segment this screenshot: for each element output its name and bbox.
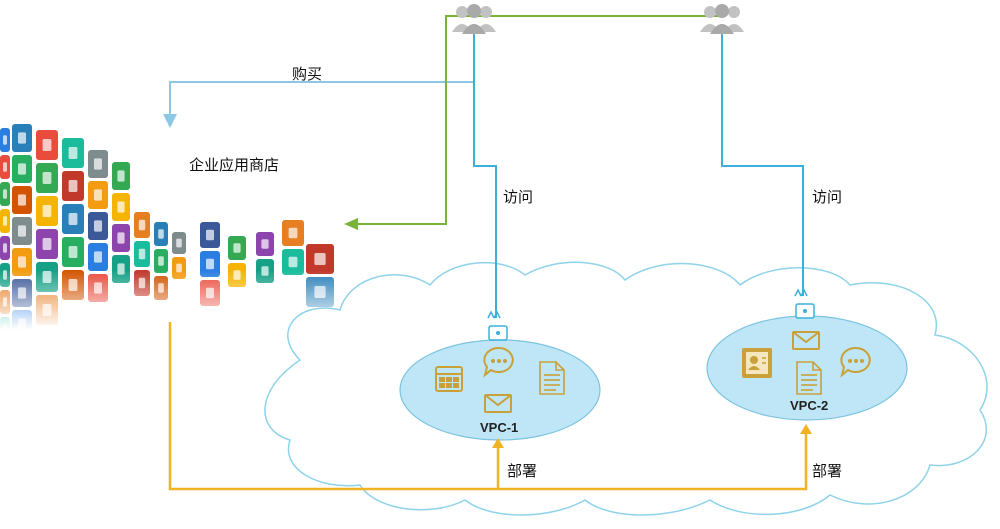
- visit-connector-1: [473, 34, 497, 318]
- visit-label-2: 访问: [812, 188, 843, 206]
- app-tile-glyph: [117, 201, 125, 213]
- app-tile-glyph: [42, 172, 52, 184]
- app-tile-glyph: [176, 238, 182, 248]
- users-group-icon[interactable]: [452, 4, 496, 34]
- vpc-1-label: VPC-1: [480, 420, 519, 435]
- app-tile-glyph: [3, 135, 7, 145]
- app-tile-glyph: [3, 216, 7, 226]
- chat-bubble-icon: [483, 346, 514, 378]
- purchase-connector: [169, 81, 474, 124]
- app-tile-glyph: [158, 229, 164, 239]
- users-group-icon[interactable]: [700, 4, 744, 34]
- app-tile-glyph: [42, 139, 52, 151]
- deploy-connector: [168, 322, 808, 491]
- app-tile-glyph: [42, 205, 52, 217]
- calendar-icon: [435, 366, 463, 392]
- app-tile-glyph: [94, 189, 102, 201]
- contact-card-icon: [742, 348, 772, 378]
- app-tile-glyph: [3, 243, 7, 253]
- mail-icon: [484, 394, 512, 413]
- app-tile-glyph: [138, 248, 146, 260]
- deploy-arrowhead-2: [800, 424, 812, 434]
- app-tile-glyph: [42, 238, 52, 250]
- app-tile-glyph: [68, 213, 78, 225]
- store-label: 企业应用商店: [189, 156, 280, 174]
- green-arrowhead: [344, 218, 358, 230]
- app-tile-glyph: [233, 243, 241, 253]
- app-tile-glyph: [68, 180, 78, 192]
- mail-icon: [792, 331, 820, 350]
- app-tile-glyph: [3, 189, 7, 199]
- app-tile-glyph: [94, 158, 102, 170]
- app-tile-glyph: [138, 219, 146, 231]
- deploy-label-1: 部署: [507, 462, 538, 480]
- app-tile-glyph: [288, 227, 298, 239]
- lock-icon: [487, 310, 508, 341]
- app-tile-glyph: [18, 163, 26, 175]
- green-connector: [356, 15, 722, 225]
- app-store-graphic: [0, 124, 360, 330]
- chat-bubble-icon: [840, 346, 871, 378]
- deploy-arrowhead-1: [492, 438, 504, 448]
- app-tile-glyph: [117, 232, 125, 244]
- app-tile-glyph: [18, 132, 26, 144]
- lock-icon: [794, 288, 815, 319]
- app-tile-glyph: [94, 220, 102, 232]
- document-icon: [539, 361, 565, 395]
- app-tile-glyph: [68, 246, 78, 258]
- visit-connector-2: [721, 34, 804, 296]
- deploy-label-2: 部署: [812, 462, 843, 480]
- app-tile-glyph: [18, 194, 26, 206]
- document-icon: [796, 361, 822, 395]
- app-tile-glyph: [158, 256, 164, 266]
- app-tile-glyph: [314, 253, 326, 265]
- app-tile-glyph: [117, 170, 125, 182]
- app-tile-glyph: [18, 256, 26, 268]
- app-tile-glyph: [3, 162, 7, 172]
- buy-label: 购买: [292, 65, 323, 83]
- vpc-2-label: VPC-2: [790, 398, 829, 413]
- visit-label-1: 访问: [503, 188, 534, 206]
- app-tile-glyph: [288, 256, 298, 268]
- app-tile-glyph: [68, 147, 78, 159]
- app-tile-glyph: [18, 225, 26, 237]
- app-tile-glyph: [261, 239, 269, 249]
- app-tile-glyph: [94, 251, 102, 263]
- app-tile-glyph: [206, 229, 214, 241]
- purchase-arrowhead: [163, 114, 177, 128]
- app-tile-glyph: [206, 258, 214, 270]
